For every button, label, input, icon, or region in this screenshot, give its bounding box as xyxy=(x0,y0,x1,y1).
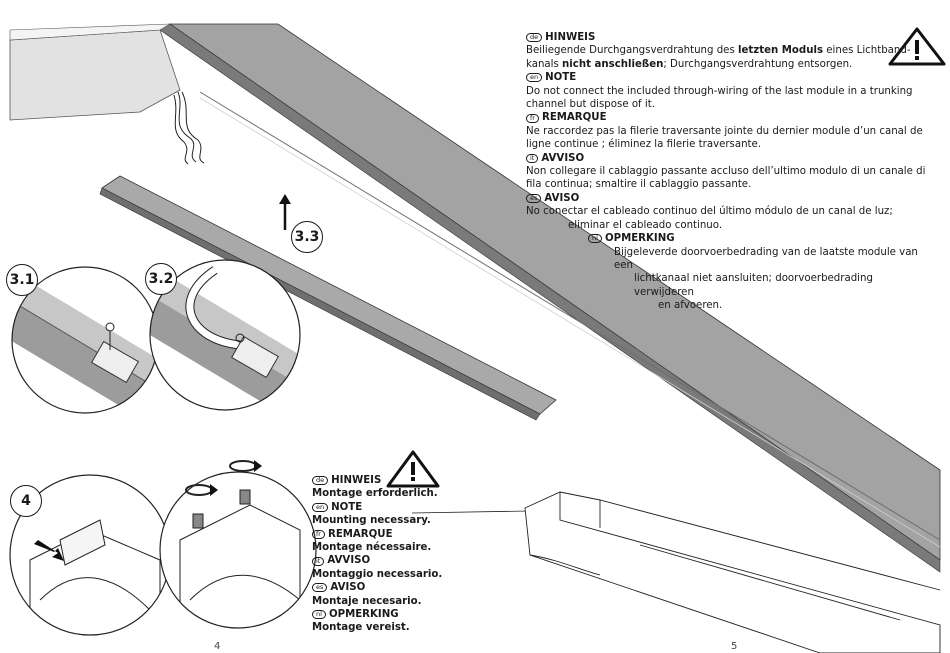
page-number-right: 5 xyxy=(731,641,738,652)
detail-circle-screws xyxy=(159,460,317,629)
heading-text: NOTE xyxy=(545,72,577,84)
note-text-nl: Bijgeleverde doorvoerbedrading van de la… xyxy=(526,246,926,273)
heading-text: OPMERKING xyxy=(604,233,675,245)
note-text-es: No conectar el cableado continuo del últ… xyxy=(526,205,926,218)
text-line: Non collegare il cablaggio passante accl… xyxy=(526,166,926,178)
leader-line xyxy=(411,510,529,514)
text-span: kanals xyxy=(526,58,563,70)
note-text-nl: Montage vereist. xyxy=(312,622,410,634)
lang-badge-it: it xyxy=(312,556,325,566)
note-text-de: Montage erforderlich. xyxy=(312,488,438,500)
through-wiring xyxy=(173,91,205,165)
lang-badge-fr: fr xyxy=(312,529,325,539)
heading-text: HINWEIS xyxy=(545,32,596,43)
note-text-fr: Montage nécessaire. xyxy=(312,542,432,554)
trunking-rail xyxy=(9,23,941,573)
detail-circle-3-2 xyxy=(149,259,301,411)
detail-circle-4 xyxy=(9,474,171,636)
step-label-3-3: 3.3 xyxy=(291,221,323,253)
note-text-en: Mounting necessary. xyxy=(312,515,431,527)
note-text-fr: Ne raccordez pas la filerie traversante … xyxy=(526,125,926,152)
text-line: eliminar el cableado continuo. xyxy=(568,219,723,231)
lang-badge-de: de xyxy=(312,476,329,486)
step-label-3-2: 3.2 xyxy=(145,263,177,295)
lang-badge-es: es xyxy=(312,583,328,593)
emphasis: nicht anschließen xyxy=(562,58,664,70)
text-span: eines Lichtband- xyxy=(823,45,911,57)
page-number-left: 4 xyxy=(214,641,221,652)
heading-text: AVVISO xyxy=(541,152,585,164)
warning-icon xyxy=(386,450,440,488)
note-text-nl-2: lichtkanaal niet aansluiten; doorvoerbed… xyxy=(526,272,926,299)
heading-text: AVVISO xyxy=(327,555,371,567)
arrow-up-icon xyxy=(279,194,291,230)
heading-text: REMARQUE xyxy=(327,528,393,540)
heading-text: REMARQUE xyxy=(541,112,607,124)
detail-circle-3-1 xyxy=(11,266,159,414)
text-line: channel but dispose of it. xyxy=(526,99,655,111)
heading-text: AVISO xyxy=(544,192,580,204)
note-text-de: Beiliegende Durchgangsverdrahtung des le… xyxy=(526,44,926,71)
step-label-3-1: 3.1 xyxy=(6,264,38,296)
note-text-it: Montaggio necessario. xyxy=(312,568,443,580)
lang-badge-nl: nl xyxy=(588,234,602,244)
text-line: Do not connect the included through-wiri… xyxy=(526,85,913,97)
heading-text: OPMERKING xyxy=(328,609,399,621)
heading-text: HINWEIS xyxy=(331,475,382,486)
text-span: ; Durchgangsverdrahtung entsorgen. xyxy=(663,58,853,70)
text-line: en afvoeren. xyxy=(658,300,723,312)
lang-badge-it: it xyxy=(526,153,539,163)
heading-text: NOTE xyxy=(331,501,363,513)
lang-badge-fr: fr xyxy=(526,113,539,123)
warning-icon xyxy=(888,27,946,66)
lang-badge-es: es xyxy=(526,194,542,204)
text-line: ligne continue ; éliminez la filerie tra… xyxy=(526,139,762,151)
note-text-it: Non collegare il cablaggio passante accl… xyxy=(526,165,926,192)
step-label-4: 4 xyxy=(10,485,42,517)
end-module-channel xyxy=(524,491,941,653)
note-text-es-2: eliminar el cableado continuo. xyxy=(526,219,926,232)
lang-badge-nl: nl xyxy=(312,610,326,620)
text-line: Bijgeleverde doorvoerbedrading van de la… xyxy=(614,246,918,271)
note-text-nl-3: en afvoeren. xyxy=(526,299,926,312)
note-text-en: Do not connect the included through-wiri… xyxy=(526,85,926,112)
emphasis: letzten Moduls xyxy=(738,45,824,57)
text-line: lichtkanaal niet aansluiten; doorvoerbed… xyxy=(634,273,873,298)
text-line: No conectar el cableado continuo del últ… xyxy=(526,206,893,218)
cover-strip xyxy=(99,175,557,421)
lang-badge-en: en xyxy=(312,503,329,513)
lang-badge-de: de xyxy=(526,33,543,43)
text-line: fila continua; smaltire il cablaggio pas… xyxy=(526,179,752,191)
text-line: Ne raccordez pas la filerie traversante … xyxy=(526,125,923,137)
heading-text: AVISO xyxy=(330,582,366,594)
text-span: Beiliegende Durchgangsverdrahtung des xyxy=(526,45,738,57)
lang-badge-en: en xyxy=(526,73,543,83)
note-text-es: Montaje necesario. xyxy=(312,595,422,607)
